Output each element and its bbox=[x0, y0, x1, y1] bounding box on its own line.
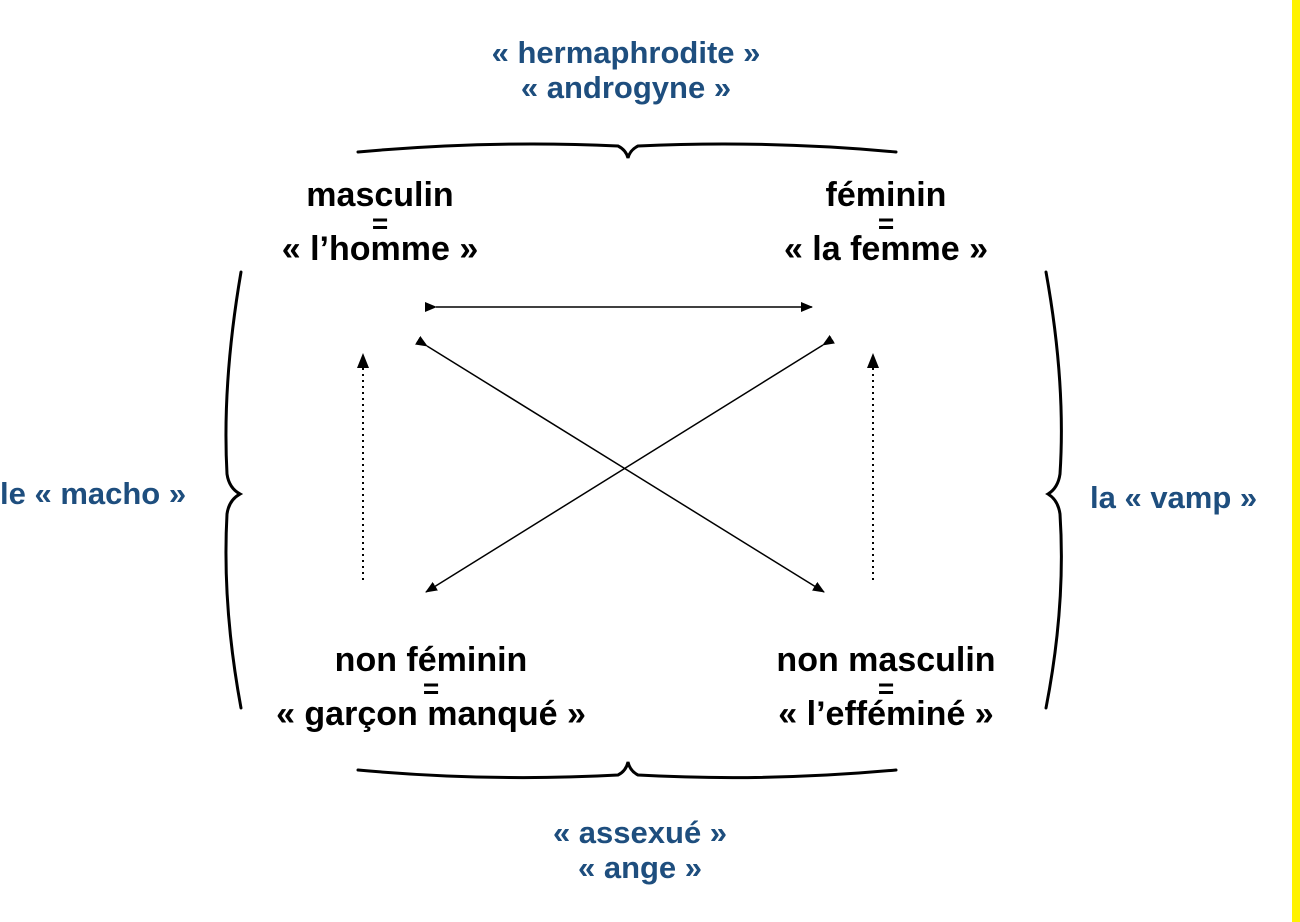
term-non-feminin-gloss: « garçon manqué » bbox=[276, 695, 586, 733]
right-brace bbox=[1044, 270, 1063, 710]
top-brace bbox=[356, 142, 898, 159]
term-feminin-name: féminin bbox=[825, 176, 947, 214]
left-annotation-line-1: le « macho » bbox=[0, 476, 187, 511]
top-annotation-line-1: « hermaphrodite » bbox=[491, 35, 761, 70]
term-non-masculin-equals: = bbox=[877, 673, 895, 704]
term-non-feminin-name: non féminin bbox=[334, 641, 528, 679]
term-non-feminin: non féminin = « garçon manqué » bbox=[236, 643, 626, 731]
term-non-masculin-gloss: « l’efféminé » bbox=[778, 695, 994, 733]
left-annotation: le « macho » bbox=[0, 476, 222, 512]
term-masculin-equals: = bbox=[371, 208, 389, 239]
term-non-masculin-name: non masculin bbox=[776, 641, 996, 679]
term-masculin: masculin = « l’homme » bbox=[260, 178, 500, 266]
term-feminin-equals: = bbox=[877, 208, 895, 239]
contradiction-arrow-feminin-non-feminin bbox=[425, 334, 835, 593]
term-masculin-name: masculin bbox=[306, 176, 454, 214]
right-annotation: la « vamp » bbox=[1090, 480, 1290, 516]
top-annotation: « hermaphrodite » « androgyne » bbox=[420, 35, 832, 105]
bottom-brace bbox=[356, 761, 898, 780]
implication-arrowhead-left bbox=[357, 353, 369, 368]
bottom-annotation-line-1: « assexué » bbox=[552, 815, 728, 850]
term-non-feminin-equals: = bbox=[422, 673, 440, 704]
bottom-annotation: « assexué » « ange » bbox=[490, 815, 790, 885]
term-feminin: féminin = « la femme » bbox=[756, 178, 1016, 266]
right-annotation-line-1: la « vamp » bbox=[1090, 480, 1258, 515]
term-masculin-gloss: « l’homme » bbox=[281, 230, 479, 268]
top-annotation-line-2: « androgyne » bbox=[520, 69, 732, 105]
term-feminin-gloss: « la femme » bbox=[783, 230, 989, 268]
implication-arrowhead-right bbox=[867, 353, 879, 368]
term-non-masculin: non masculin = « l’efféminé » bbox=[736, 643, 1036, 731]
left-brace bbox=[224, 270, 244, 710]
bottom-annotation-line-2: « ange » bbox=[577, 849, 703, 885]
right-edge-stripe bbox=[1292, 0, 1300, 922]
